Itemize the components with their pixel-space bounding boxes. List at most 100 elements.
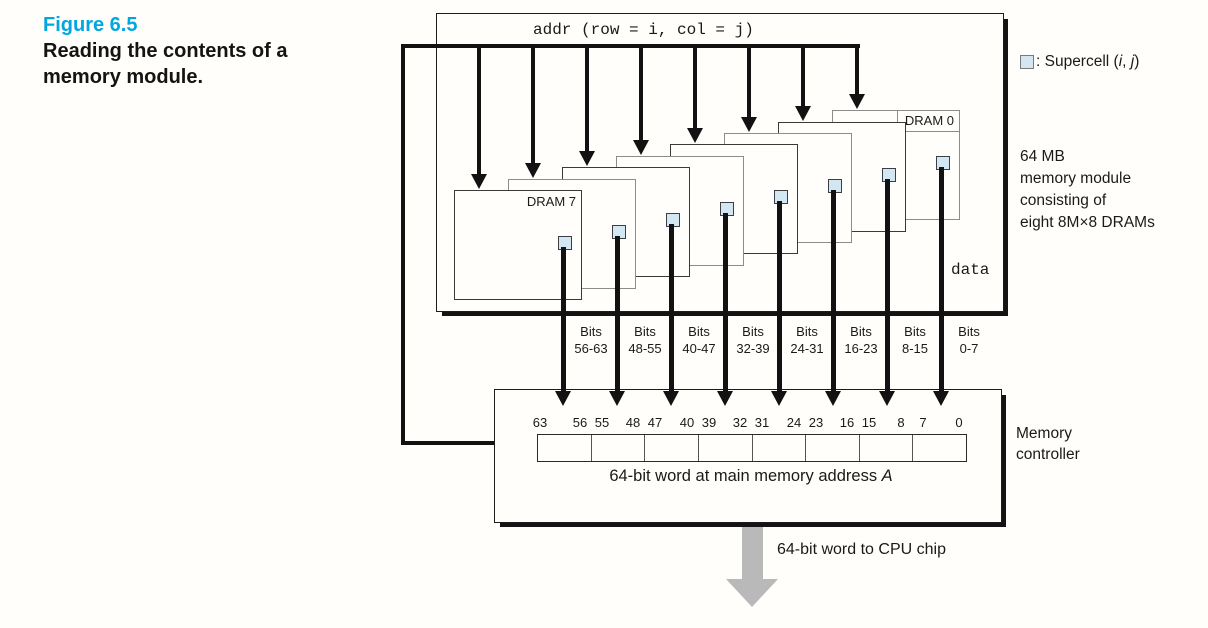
addr-arrow-line-4 bbox=[639, 46, 643, 140]
memory-controller-label: Memory controller bbox=[1016, 425, 1080, 463]
word-register-caption: 64-bit word at main memory address A bbox=[609, 467, 893, 485]
bits-label-range: 32-39 bbox=[736, 340, 770, 356]
data-line-1 bbox=[885, 179, 890, 391]
addr-arrow-line-6 bbox=[531, 46, 535, 163]
legend-text: : Supercell (i, j) bbox=[1036, 53, 1140, 70]
dram-chip-label-7: DRAM 7 bbox=[526, 194, 576, 209]
bits-label-word: Bits bbox=[850, 324, 872, 339]
register-cell-3 bbox=[699, 435, 753, 461]
addr-bus-label: addr (row = i, col = j) bbox=[533, 21, 754, 39]
register-cell-2 bbox=[645, 435, 699, 461]
bit-number-7: 7 bbox=[919, 415, 927, 430]
bit-number-40: 40 bbox=[679, 415, 695, 430]
addr-arrow-head-1 bbox=[795, 106, 811, 121]
bit-number-55: 55 bbox=[594, 415, 610, 430]
data-arrow-head-4 bbox=[717, 391, 733, 406]
bit-number-0: 0 bbox=[955, 415, 963, 430]
addr-arrow-head-7 bbox=[471, 174, 487, 189]
addr-arrow-line-0 bbox=[855, 46, 859, 94]
bits-label-word: Bits bbox=[634, 324, 656, 339]
bit-number-15: 15 bbox=[861, 415, 877, 430]
data-arrow-head-5 bbox=[663, 391, 679, 406]
bits-label-range: 16-23 bbox=[844, 340, 878, 356]
addr-arrow-line-7 bbox=[477, 46, 481, 174]
bits-label-range: 40-47 bbox=[682, 340, 716, 356]
addr-arrow-head-5 bbox=[579, 151, 595, 166]
module-description: 64 MB memory module consisting of eight … bbox=[1020, 148, 1155, 231]
register-cell-0 bbox=[538, 435, 592, 461]
figure-number: Figure 6.5 bbox=[43, 14, 138, 36]
bits-label-range: 56-63 bbox=[574, 340, 608, 356]
bits-label-range: 24-31 bbox=[790, 340, 824, 356]
data-arrow-head-0 bbox=[933, 391, 949, 406]
addr-arrow-head-3 bbox=[687, 128, 703, 143]
bit-number-47: 47 bbox=[647, 415, 663, 430]
addr-feedback-line-vertical bbox=[401, 44, 405, 445]
bits-label-range: 48-55 bbox=[628, 340, 662, 356]
data-line-5 bbox=[669, 224, 674, 391]
addr-bus-line bbox=[401, 44, 860, 48]
bits-label-range: 8-15 bbox=[901, 340, 929, 356]
register-cell-7 bbox=[913, 435, 966, 461]
bits-label-word: Bits bbox=[796, 324, 818, 339]
figure-title: Reading the contents of a memory module. bbox=[43, 40, 288, 88]
address-variable: A bbox=[881, 467, 893, 485]
cpu-arrow-head-icon bbox=[726, 579, 778, 607]
addr-arrow-head-4 bbox=[633, 140, 649, 155]
bits-label-word: Bits bbox=[688, 324, 710, 339]
bit-number-56: 56 bbox=[572, 415, 588, 430]
addr-arrow-line-3 bbox=[693, 46, 697, 128]
register-cell-6 bbox=[860, 435, 914, 461]
data-line-6 bbox=[615, 236, 620, 391]
data-line-7 bbox=[561, 247, 566, 391]
addr-feedback-line-horizontal bbox=[401, 441, 494, 445]
data-line-3 bbox=[777, 201, 782, 391]
supercell-swatch-icon bbox=[1020, 55, 1034, 69]
addr-arrow-head-2 bbox=[741, 117, 757, 132]
data-arrow-head-3 bbox=[771, 391, 787, 406]
dram-chip-label-0: DRAM 0 bbox=[896, 111, 959, 132]
bits-label-word: Bits bbox=[904, 324, 926, 339]
supercell-legend: : Supercell (i, j) bbox=[1020, 53, 1139, 71]
register-cell-5 bbox=[806, 435, 860, 461]
addr-arrow-line-1 bbox=[801, 46, 805, 106]
data-arrow-head-1 bbox=[879, 391, 895, 406]
addr-arrow-head-0 bbox=[849, 94, 865, 109]
data-line-0 bbox=[939, 167, 944, 391]
bit-number-39: 39 bbox=[701, 415, 717, 430]
cpu-arrow-shaft bbox=[742, 521, 763, 580]
bit-number-63: 63 bbox=[532, 415, 548, 430]
data-bus-label: data bbox=[951, 261, 990, 279]
bits-label-word: Bits bbox=[958, 324, 980, 339]
data-line-2 bbox=[831, 190, 836, 391]
cpu-word-label: 64-bit word to CPU chip bbox=[777, 541, 946, 558]
data-arrow-head-2 bbox=[825, 391, 841, 406]
bit-number-24: 24 bbox=[786, 415, 802, 430]
bit-number-48: 48 bbox=[625, 415, 641, 430]
addr-arrow-line-5 bbox=[585, 46, 589, 151]
memory-module-box bbox=[436, 13, 1004, 312]
dram-chip-7: DRAM 7 bbox=[454, 190, 582, 300]
bit-number-8: 8 bbox=[897, 415, 905, 430]
bits-label-word: Bits bbox=[580, 324, 602, 339]
bit-number-23: 23 bbox=[808, 415, 824, 430]
data-arrow-head-6 bbox=[609, 391, 625, 406]
register-cell-1 bbox=[592, 435, 646, 461]
figure-caption: Figure 6.5 Reading the contents of a mem… bbox=[43, 12, 383, 90]
register-cell-4 bbox=[753, 435, 807, 461]
bit-number-16: 16 bbox=[839, 415, 855, 430]
addr-arrow-line-2 bbox=[747, 46, 751, 117]
addr-arrow-head-6 bbox=[525, 163, 541, 178]
data-arrow-head-7 bbox=[555, 391, 571, 406]
bit-number-32: 32 bbox=[732, 415, 748, 430]
bits-label-range: 0-7 bbox=[959, 340, 979, 356]
